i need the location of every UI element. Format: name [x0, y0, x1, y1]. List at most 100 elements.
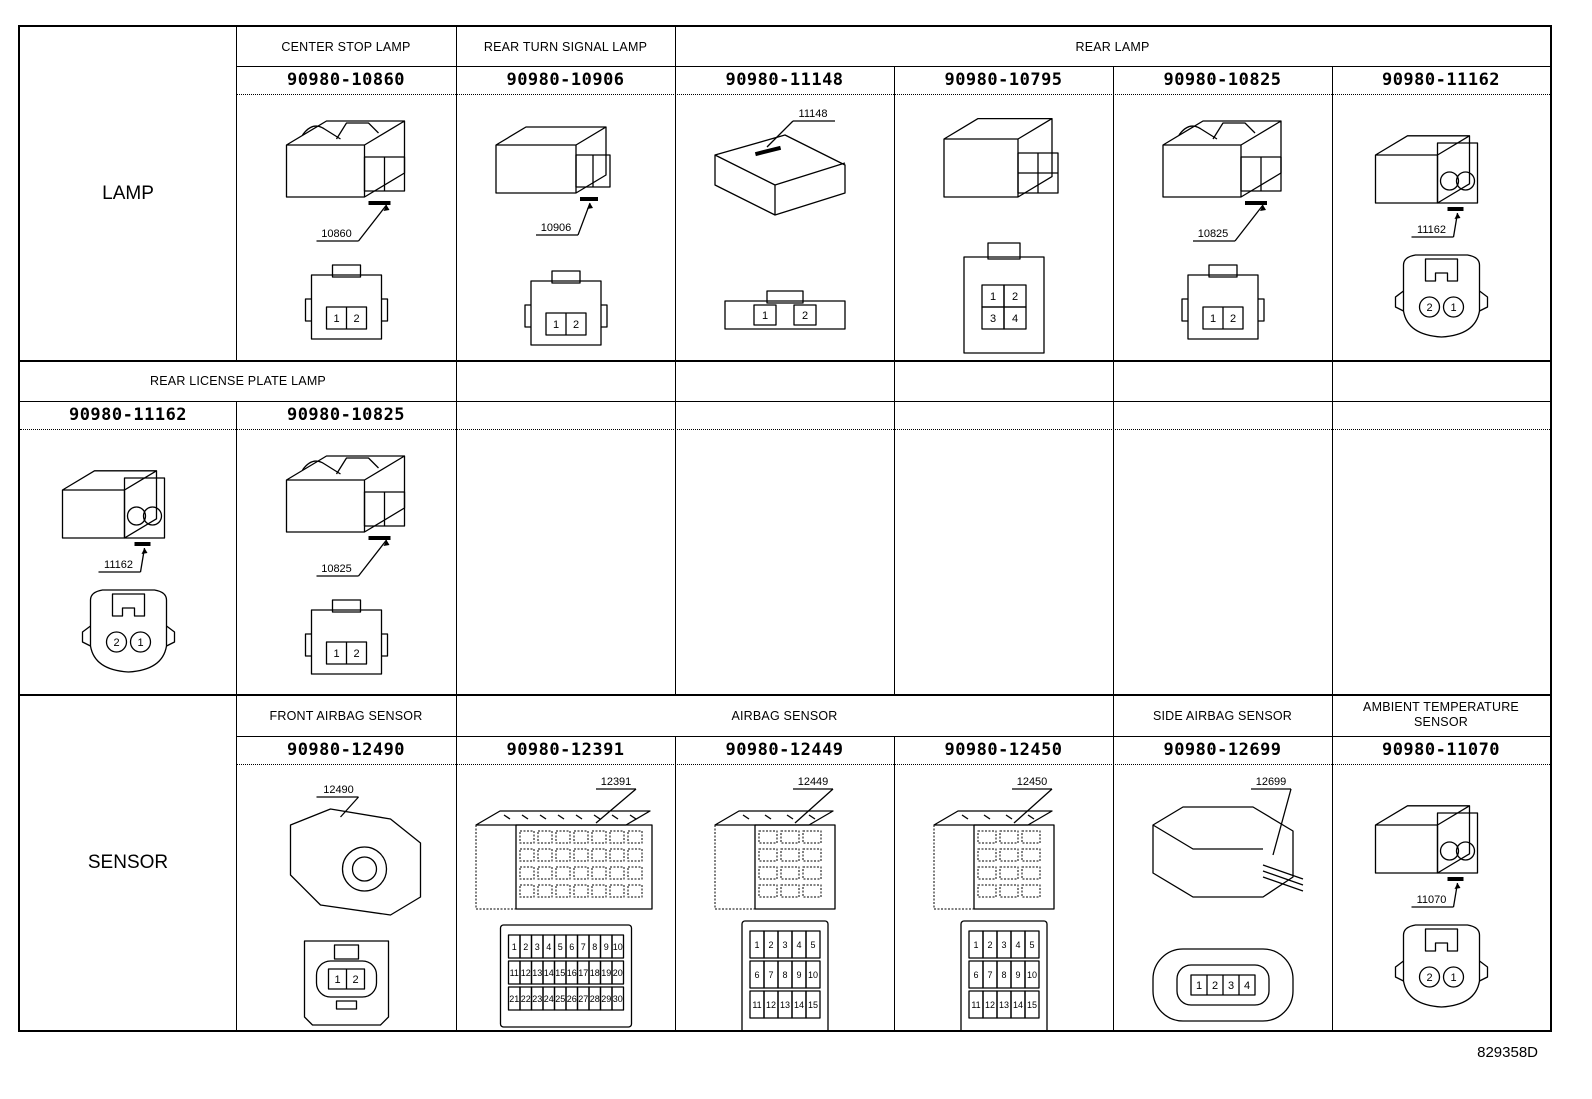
housing-top: [714, 810, 834, 826]
part-number: 90980-11148: [725, 70, 844, 90]
pin-cavity: [977, 884, 997, 898]
part-code-label: 12490: [323, 784, 354, 796]
pn-line-r2: [20, 429, 1550, 430]
pin-cavity: [758, 866, 778, 880]
pin-cavity: [977, 848, 997, 862]
rib: [521, 814, 529, 820]
rib: [557, 814, 565, 820]
pin-number: 1: [1210, 313, 1216, 325]
part-number: 90980-12699: [1163, 740, 1282, 760]
part-number: 90980-10795: [944, 70, 1063, 90]
pin-number: 10: [613, 942, 623, 952]
pin-number: 2: [1012, 291, 1018, 303]
pin-number: 22: [521, 994, 531, 1004]
pin-number: 3: [1228, 980, 1234, 992]
id-marking: [368, 536, 391, 540]
lock-tab: [766, 290, 804, 304]
rib: [742, 814, 750, 820]
pin-number: 2: [573, 319, 579, 331]
pin-cavity: [1024, 930, 1040, 959]
round-housing: [1402, 254, 1481, 338]
pin-cavity: [519, 848, 535, 862]
pin-cavity: [802, 848, 822, 862]
pin-number: 15: [808, 1000, 818, 1010]
pin-cavity: [999, 866, 1019, 880]
header-line-r3: [236, 736, 1550, 737]
pin-number: 10: [1027, 970, 1037, 980]
pin-number: 14: [544, 968, 554, 978]
pin-number: 9: [796, 970, 801, 980]
part-number: 90980-12449: [725, 740, 844, 760]
pin-cavity: [591, 830, 607, 844]
pin-cavity: [555, 884, 571, 898]
pin-cavity: [609, 884, 625, 898]
pin-cavity: [977, 866, 997, 880]
pin-cavity: [573, 848, 589, 862]
id-marking: [368, 201, 391, 205]
front-housing: [310, 609, 383, 675]
col-line: [1332, 66, 1333, 360]
key: [335, 1000, 358, 1010]
pin-cavity: [1024, 960, 1040, 989]
pin-cavity: [627, 884, 643, 898]
pin-cavity: [758, 830, 778, 844]
pin-number: 2: [113, 637, 119, 649]
part-code-label: 12450: [1017, 776, 1048, 788]
front-housing: [1152, 948, 1294, 1022]
side-rails: [304, 633, 389, 657]
mating-face-inner: [351, 856, 378, 882]
id-marking: [580, 197, 598, 201]
pin-cavity: [1418, 966, 1441, 988]
col-line: [1113, 66, 1114, 360]
pin-number: 2: [768, 940, 773, 950]
col-line: [675, 27, 676, 360]
pin-number: 23: [532, 994, 542, 1004]
arrow-head: [1454, 883, 1461, 889]
header-ambient-temperature-sensor: AMBIENT TEMPERATURE SENSOR: [1363, 700, 1519, 729]
pin-number: 2: [1426, 972, 1432, 984]
part-code-label: 11162: [1417, 224, 1446, 236]
header-rear-turn-signal-lamp: REAR TURN SIGNAL LAMP: [483, 40, 648, 54]
pin-number: 9: [604, 942, 609, 952]
pin-cavity: [609, 848, 625, 862]
pin-number: 16: [567, 968, 577, 978]
arrow-head: [1454, 213, 1461, 219]
rib: [983, 814, 991, 820]
id-marking: [1447, 207, 1464, 211]
pin-number: 26: [567, 994, 577, 1004]
pin-number: 4: [796, 940, 801, 950]
pin-number: 7: [581, 942, 586, 952]
pin-number: 9: [1015, 970, 1020, 980]
front-housing: [724, 300, 846, 330]
col-line: [1113, 694, 1114, 1030]
pin-number: 12: [766, 1000, 776, 1010]
pin-cavity: [537, 884, 553, 898]
pin-cavity: [537, 830, 553, 844]
lock-tab: [987, 242, 1021, 260]
header-front-airbag-sensor: FRONT AIRBAG SENSOR: [269, 709, 423, 723]
pin-number: 1: [1450, 972, 1456, 984]
pin-number: 3: [782, 940, 787, 950]
pin-cavity: [999, 884, 1019, 898]
pin-number: 11: [510, 968, 519, 978]
pin-cavity: [591, 884, 607, 898]
lock-tab: [1208, 264, 1238, 278]
pin-window: [1176, 964, 1270, 1006]
pn-line-r1: [236, 94, 1550, 95]
leader-arrow: [357, 539, 388, 577]
pin-cavity: [555, 830, 571, 844]
pin-number: 2: [1426, 302, 1432, 314]
latch: [111, 593, 146, 617]
pin-number: 18: [590, 968, 600, 978]
pin-cavity: [611, 934, 625, 959]
leader-arrow: [340, 796, 359, 818]
arrow-head: [383, 540, 390, 546]
